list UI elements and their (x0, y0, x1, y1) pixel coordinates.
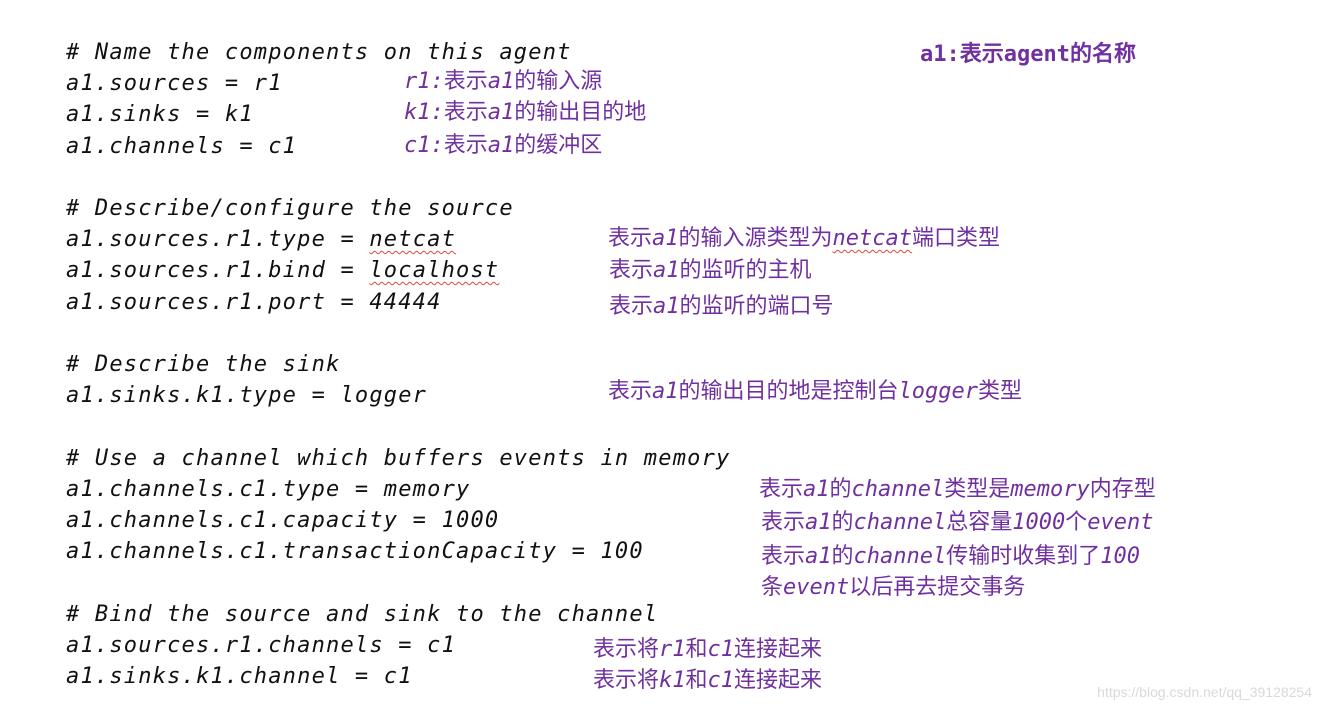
note-sink-type: 表示a1的输出目的地是控制台logger类型 (608, 379, 1022, 405)
note-text: memory (1010, 477, 1090, 502)
note-text: 的输入源类型为 (678, 226, 833, 251)
note-text: 表示 (761, 510, 806, 535)
note-text: 连接起来 (734, 637, 823, 662)
note-text: event (783, 575, 850, 600)
note-sinks: k1:表示a1的输出目的地 (404, 100, 646, 126)
note-text: channel (851, 477, 945, 502)
note-bind-sink: 表示将k1和c1连接起来 (593, 668, 822, 694)
note-text: 表示 (759, 477, 804, 502)
note-text: k1 (659, 668, 686, 693)
note-text: 个 (1065, 510, 1088, 535)
note-text: 100 (1100, 544, 1141, 569)
note-text: c1 (707, 668, 735, 693)
note-text: 类型 (978, 379, 1023, 404)
code-line-sink-type: a1.sinks.k1.type = logger (66, 383, 428, 408)
note-text: 表示 (443, 100, 488, 125)
watermark: https://blog.csdn.net/qq_39128254 (1097, 684, 1312, 700)
note-text: a1 (805, 544, 832, 569)
note-text: 的 (831, 544, 854, 569)
note-text: channel (853, 544, 947, 569)
agent-name-note: a1:表示agent的名称 (920, 42, 1136, 67)
note-channels: c1:表示a1的缓冲区 (404, 133, 602, 159)
note-text: 的输出目的地是控制台 (678, 379, 899, 404)
code-line-source-type: a1.sources.r1.type = netcat (66, 227, 456, 253)
note-text: 条 (761, 575, 784, 600)
code-value-netcat: netcat (369, 227, 457, 252)
note-text: 表示 (443, 133, 488, 158)
note-text: r1 (659, 637, 686, 662)
code-line-channels: a1.channels = c1 (66, 134, 298, 159)
note-text: channel (853, 510, 947, 535)
code-value-localhost: localhost (369, 258, 500, 283)
note-text: c1 (707, 637, 735, 662)
note-text: 表示 (608, 379, 653, 404)
note-sources: r1:表示a1的输入源 (404, 69, 602, 95)
note-text: event (1087, 510, 1154, 535)
note-text: a1 (487, 69, 515, 94)
note-source-type: 表示a1的输入源类型为netcat端口类型 (608, 226, 1000, 252)
note-text: 的 (829, 477, 852, 502)
note-channel-type: 表示a1的channel类型是memory内存型 (759, 477, 1156, 503)
note-text: 类型是 (944, 477, 1011, 502)
note-source-bind: 表示a1的监听的主机 (609, 258, 812, 284)
note-text: a1 (487, 133, 515, 158)
note-text: a1 (653, 258, 680, 283)
note-text: 端口类型 (912, 226, 1001, 251)
note-text: 的监听的端口号 (679, 294, 834, 319)
note-text: 表示 (443, 69, 488, 94)
note-text: 连接起来 (734, 668, 823, 693)
code-line-bind-source: a1.sources.r1.channels = c1 (66, 633, 457, 658)
note-text: k1: (404, 100, 444, 125)
note-text: 和 (685, 668, 708, 693)
note-channel-transaction: 表示a1的channel传输时收集到了100 (761, 544, 1140, 570)
note-text: a1 (652, 379, 679, 404)
note-text: 总容量 (946, 510, 1013, 535)
note-text: a1 (803, 477, 830, 502)
note-text: a1 (487, 100, 515, 125)
code-line-source-port: a1.sources.r1.port = 44444 (66, 290, 442, 315)
note-text: r1: (404, 69, 444, 94)
note-source-port: 表示a1的监听的端口号 (609, 294, 834, 320)
code-line-channel-transaction: a1.channels.c1.transactionCapacity = 100 (66, 539, 644, 564)
note-text: 的输出目的地 (514, 100, 647, 125)
note-channel-transaction-cont: 条event以后再去提交事务 (761, 575, 1025, 601)
comment-use-channel: # Use a channel which buffers events in … (66, 446, 731, 471)
comment-name-components: # Name the components on this agent (66, 40, 572, 65)
comment-describe-sink: # Describe the sink (66, 352, 341, 377)
code-key: a1.sources.r1.type = (66, 227, 370, 252)
note-bind-source: 表示将r1和c1连接起来 (593, 637, 822, 663)
note-text: a1 (805, 510, 832, 535)
note-text: 表示将 (593, 637, 660, 662)
note-text: 的输入源 (514, 69, 603, 94)
note-text: 表示 (608, 226, 653, 251)
code-line-source-bind: a1.sources.r1.bind = localhost (66, 258, 499, 284)
code-key: a1.sources.r1.bind = (66, 258, 370, 283)
note-text: 传输时收集到了 (946, 544, 1101, 569)
note-text: netcat (832, 226, 913, 251)
note-text: 表示 (761, 544, 806, 569)
code-line-sources: a1.sources = r1 (66, 71, 283, 96)
note-text: a1 (652, 226, 679, 251)
note-text: c1: (404, 133, 444, 158)
note-text: 表示 (609, 294, 654, 319)
code-line-sinks: a1.sinks = k1 (66, 102, 254, 127)
note-text: 的监听的主机 (679, 258, 812, 283)
note-text: 1000 (1012, 510, 1066, 535)
note-text: logger (898, 379, 979, 404)
code-line-bind-sink: a1.sinks.k1.channel = c1 (66, 664, 413, 689)
note-text: 表示 (609, 258, 654, 283)
note-text: 以后再去提交事务 (849, 575, 1026, 600)
note-text: 的 (831, 510, 854, 535)
note-text: 的缓冲区 (514, 133, 603, 158)
note-text: a1 (653, 294, 680, 319)
code-line-channel-capacity: a1.channels.c1.capacity = 1000 (66, 508, 500, 533)
comment-bind-source-sink: # Bind the source and sink to the channe… (66, 602, 659, 627)
note-text: 内存型 (1089, 477, 1156, 502)
note-channel-capacity: 表示a1的channel总容量1000个event (761, 510, 1154, 536)
code-line-channel-type: a1.channels.c1.type = memory (66, 477, 471, 502)
note-text: 表示将 (593, 668, 660, 693)
note-text: 和 (685, 637, 708, 662)
comment-describe-source: # Describe/configure the source (66, 196, 514, 221)
